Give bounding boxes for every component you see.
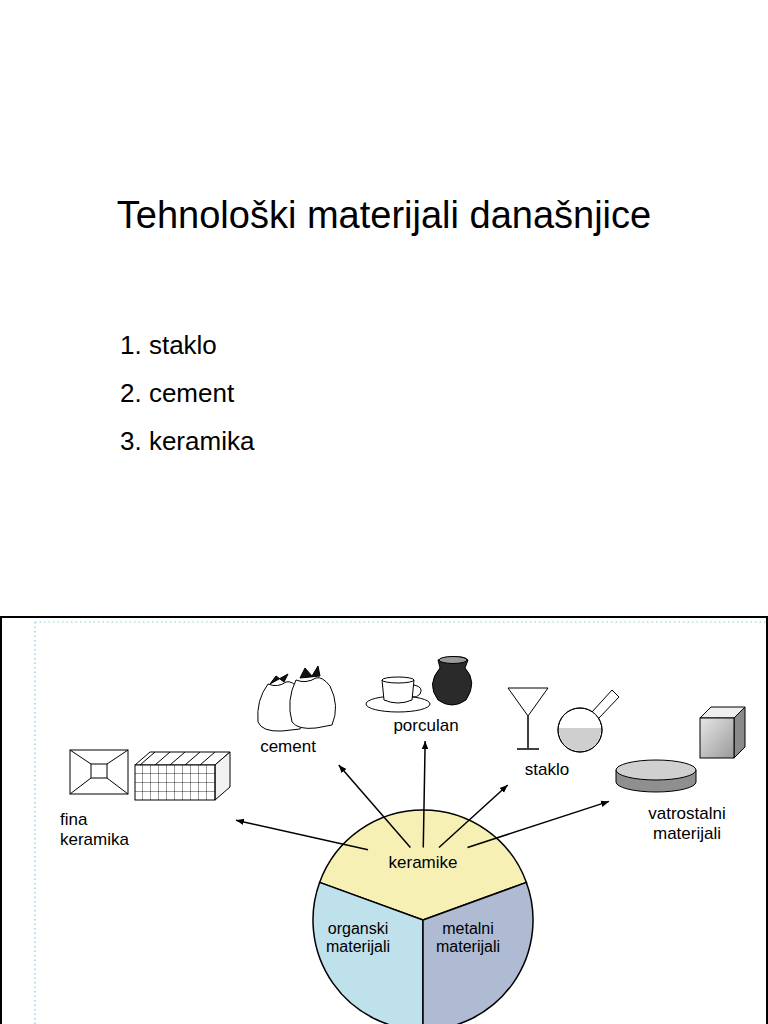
fine-ceramic-icon-part — [215, 752, 230, 800]
fine-ceramic-icon-part — [135, 765, 215, 800]
list-item: 1. staklo — [120, 321, 217, 369]
glass-icon-part — [517, 716, 539, 749]
node-label: keramike — [373, 853, 473, 872]
node-label: cement — [242, 737, 334, 757]
node-label: porculan — [362, 716, 490, 736]
slide-title: Tehnološki materijali današnjice — [104, 188, 664, 243]
refractory-icon-part — [700, 718, 734, 758]
material-node: staklo — [503, 683, 628, 782]
fine-ceramic-icon-part — [135, 752, 230, 765]
refractory-icon-part — [616, 760, 696, 780]
glass-icon-part — [558, 708, 602, 752]
refractory-icon — [616, 707, 745, 792]
porcelain-icon — [366, 657, 472, 713]
arrow-connector — [423, 741, 425, 848]
node-label: metalni materijali — [428, 920, 508, 956]
glass-icon-part — [508, 688, 548, 716]
arrow-connector — [236, 820, 368, 849]
list-item: 3. keramika — [120, 417, 254, 465]
sector-label-box: keramike — [373, 853, 473, 872]
cement-sacks-icon-part — [270, 674, 288, 684]
fine-ceramic-icon-part — [70, 750, 128, 794]
porcelain-icon-part — [432, 657, 471, 705]
cement-sacks-icon — [258, 666, 336, 731]
porcelain-icon-part — [412, 685, 421, 697]
material-node: vatrostalni materijali — [612, 700, 762, 852]
node-label: organski materijali — [318, 920, 398, 956]
node-label: staklo — [503, 760, 591, 780]
fine-ceramic-icon-part — [70, 750, 128, 794]
material-node: porculan — [362, 650, 490, 738]
arrow-connector — [468, 801, 609, 847]
node-label: fina keramika — [60, 810, 150, 850]
sector-label-box: organski materijali — [318, 920, 398, 956]
material-circle-part — [423, 882, 533, 1024]
glass-icon-part — [558, 708, 602, 752]
sector-label-box: metalni materijali — [428, 920, 508, 956]
fine-ceramic-icon-part — [91, 764, 107, 778]
cement-sacks-icon-part — [300, 666, 320, 678]
porcelain-icon-part — [439, 657, 467, 664]
material-node: cement — [248, 665, 340, 762]
porcelain-icon-part — [382, 677, 414, 683]
list-item: 2. cement — [120, 369, 234, 417]
material-circle-part — [313, 882, 423, 1024]
refractory-icon-part — [734, 707, 745, 758]
cement-sacks-icon-part — [290, 678, 336, 729]
fine-ceramic-icon-part — [140, 752, 215, 765]
node-label: vatrostalni materijali — [612, 804, 762, 844]
material-node: fina keramika — [58, 745, 233, 855]
glass-icon — [508, 688, 619, 752]
glass-icon-part — [559, 728, 601, 751]
glass-icon-part — [592, 690, 619, 718]
fine-ceramic-icon — [70, 750, 230, 800]
arrow-connector — [339, 765, 411, 848]
